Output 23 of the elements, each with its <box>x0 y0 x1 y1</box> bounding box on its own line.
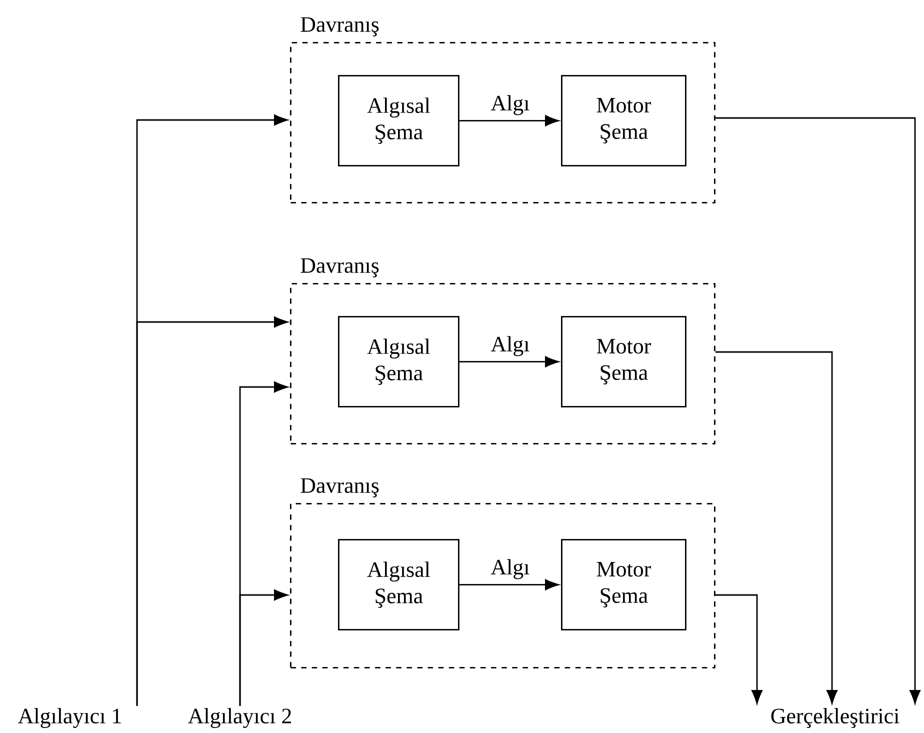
node-label: Davranış <box>300 17 379 36</box>
node-label: Davranış <box>300 258 379 278</box>
arrow <box>459 115 559 126</box>
arrow <box>715 117 920 704</box>
process-box: Motor Şema <box>561 316 686 408</box>
process-box: Algısal Şema <box>338 75 460 166</box>
edge-label: Algı <box>488 334 532 358</box>
arrow <box>715 351 838 704</box>
process-box: Algısal Şema <box>338 316 460 408</box>
signal-label: Gerçekleştirici <box>771 708 900 728</box>
arrow <box>239 590 288 706</box>
process-box: Motor Şema <box>561 75 686 166</box>
arrow <box>715 594 762 704</box>
edge-label: Algı <box>488 93 532 117</box>
arrow <box>459 356 559 368</box>
arrow <box>136 316 288 706</box>
process-box: Algısal Şema <box>338 539 460 630</box>
process-box: Motor Şema <box>561 539 686 630</box>
signal-label: Algılayıcı 1 <box>18 708 121 728</box>
arrow <box>459 579 559 590</box>
edge-label: Algı <box>488 557 532 581</box>
node-label: Davranış <box>300 478 379 498</box>
signal-label: Algılayıcı 2 <box>188 708 291 728</box>
